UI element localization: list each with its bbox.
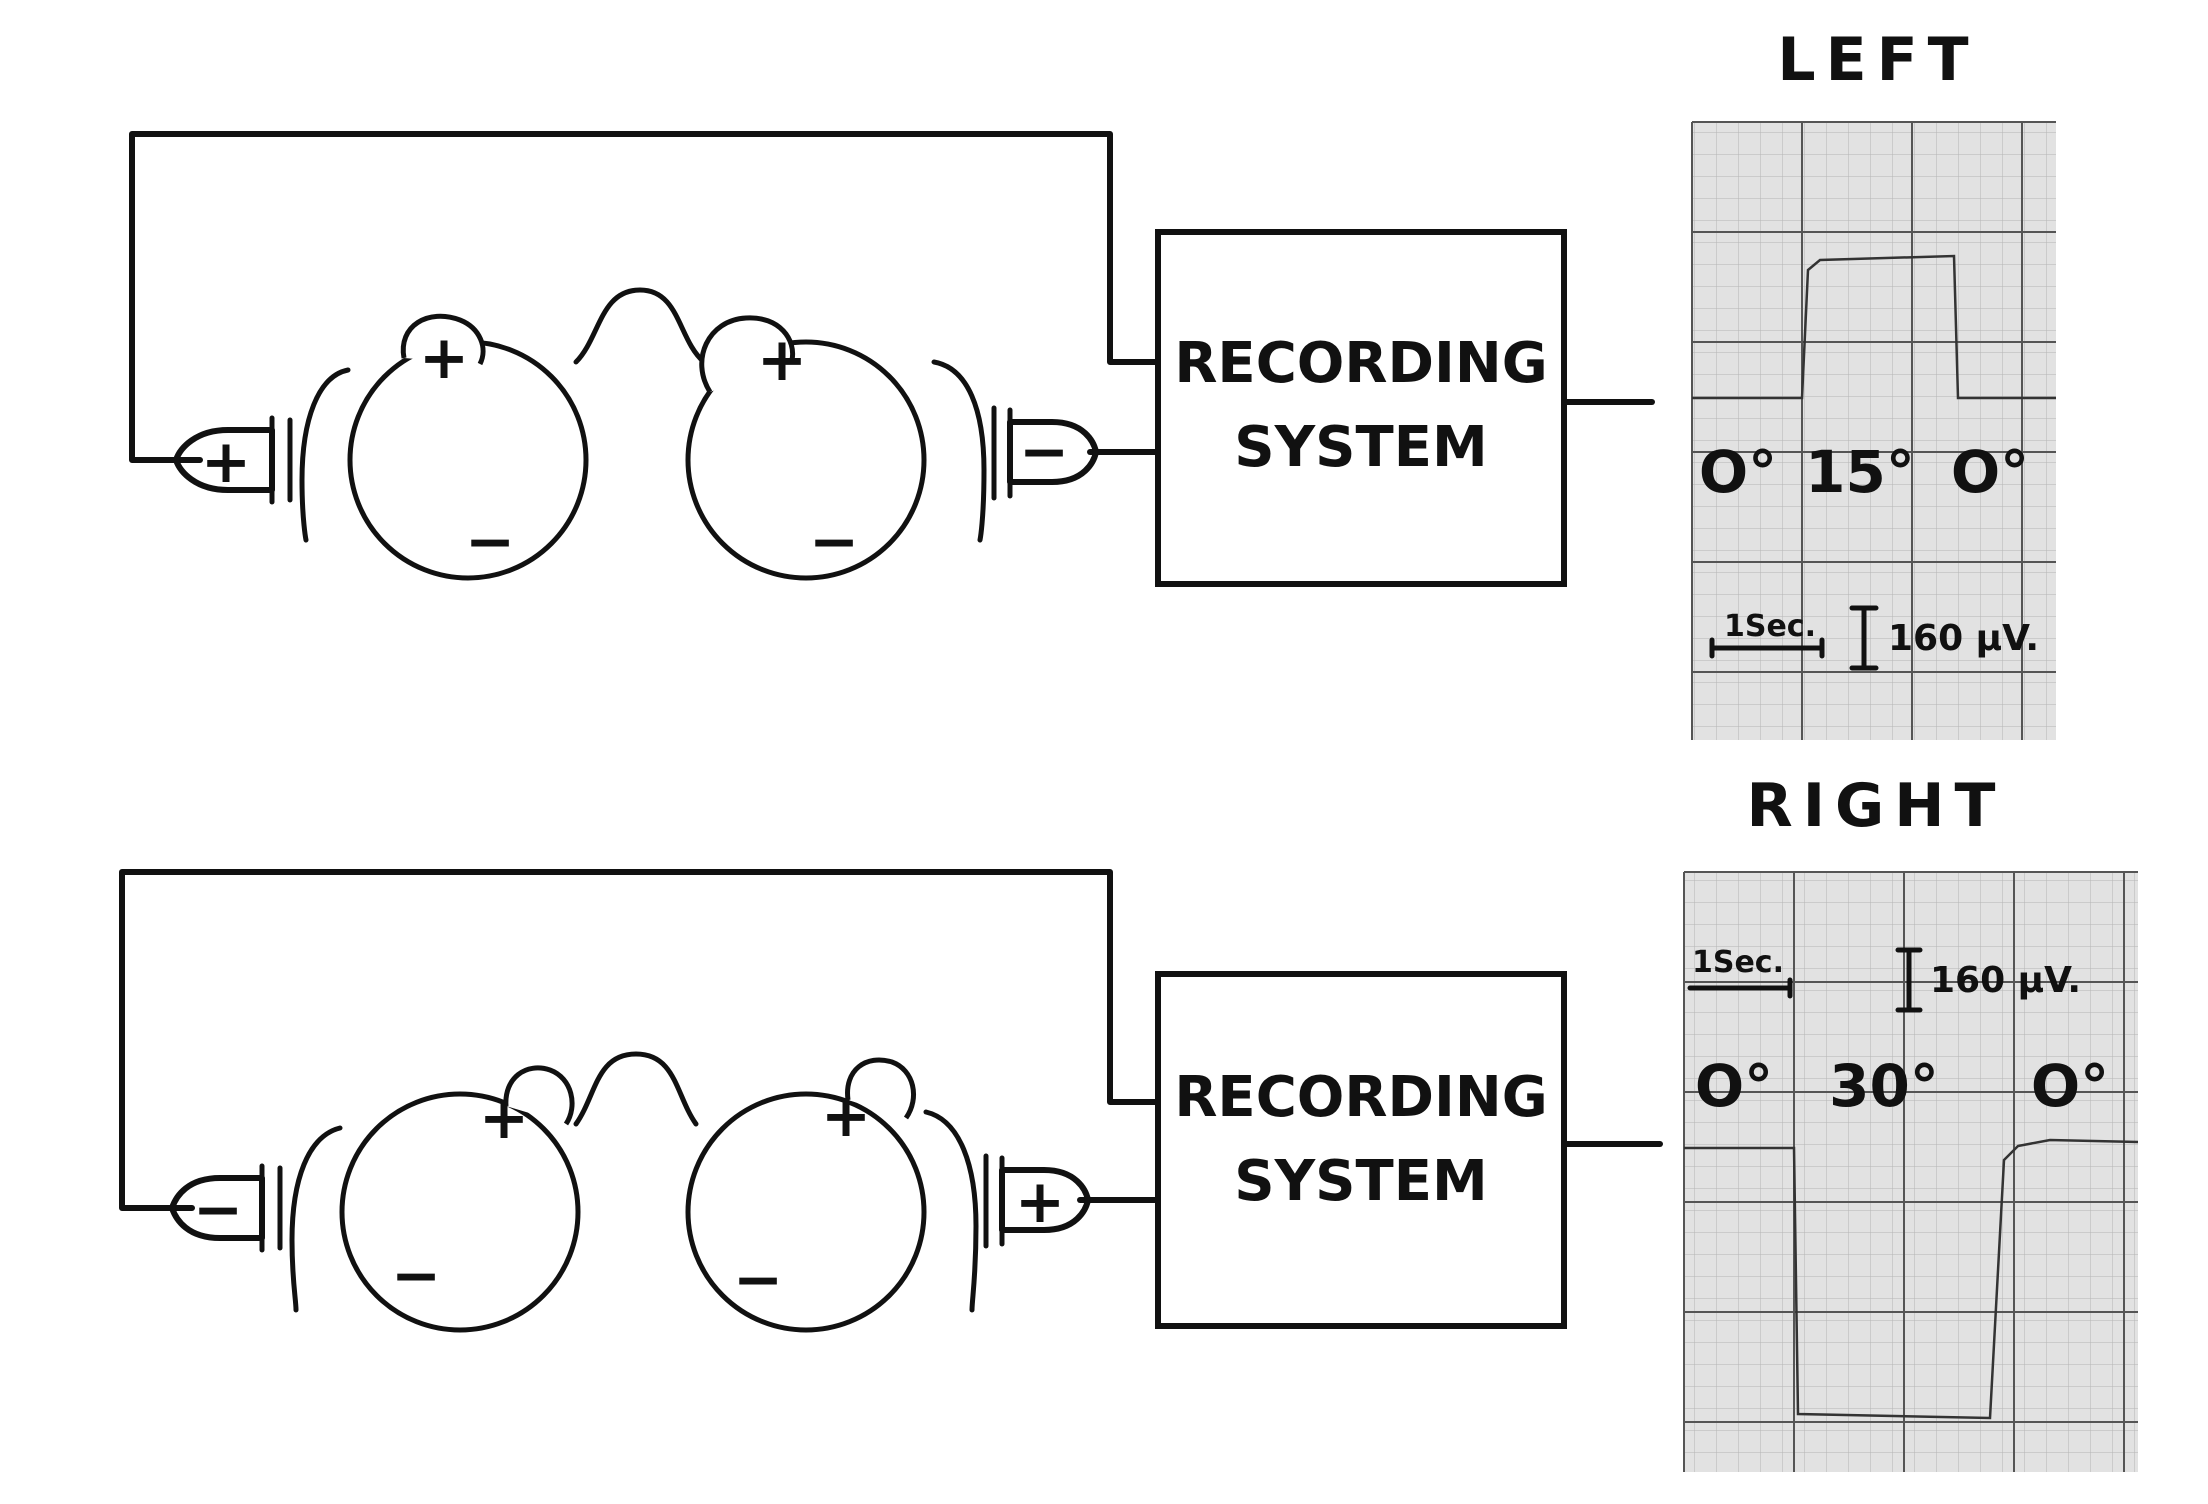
bottom-eye-left-front-sign: + — [479, 1083, 529, 1153]
bottom-recording-line2: SYSTEM — [1234, 1149, 1487, 1214]
top-recording-line1: RECORDING — [1174, 331, 1547, 396]
top-chart-amp-scale-bar — [1849, 605, 1879, 671]
bottom-chart-trace — [1684, 1138, 2139, 1420]
top-eye-left-front-sign: + — [419, 323, 469, 393]
bottom-left-face-arc — [289, 1125, 343, 1313]
top-right-electrode: − — [991, 405, 1099, 501]
bottom-left-electrode: − — [169, 1163, 283, 1253]
bottom-left-electrode-sign: − — [193, 1175, 243, 1245]
top-panel: + + − + − − — [129, 25, 2056, 740]
top-chart-time-scale: 1Sec. — [1724, 609, 1816, 644]
top-eye-left-back-sign: − — [465, 507, 515, 577]
bottom-chart-title: RIGHT — [1747, 771, 2006, 841]
bottom-eye-right-front-sign: + — [821, 1081, 871, 1151]
top-chart: LEFT O° 15° O° 1Sec. 160 μV. — [1691, 25, 2056, 740]
bottom-chart-amp-scale-bar — [1895, 947, 1923, 1013]
bottom-chart-time-scale-bar — [1687, 977, 1793, 999]
bottom-right-electrode-sign: + — [1015, 1167, 1065, 1237]
top-chart-amp-scale: 160 μV. — [1888, 618, 2039, 659]
bottom-chart-major-grid — [1683, 871, 2138, 1472]
top-left-face-arc — [299, 367, 351, 543]
bottom-right-face-arc — [923, 1109, 979, 1313]
bottom-chart-angle-start: O° — [1695, 1052, 1773, 1120]
top-eye-right-front-sign: + — [757, 325, 807, 395]
top-right-electrode-sign: − — [1019, 417, 1069, 487]
top-chart-angle-end: O° — [1951, 438, 2029, 506]
bottom-wire-loop — [119, 869, 1161, 1211]
top-left-electrode: + — [173, 415, 293, 505]
bottom-eye-right: + − — [685, 1057, 927, 1333]
bottom-panel: − + − + − + — [119, 771, 2139, 1472]
bottom-chart: RIGHT O° 30° O° 1Sec. 160 μV. — [1683, 771, 2139, 1472]
top-eye-right-back-sign: − — [809, 507, 859, 577]
bottom-chart-angle-mid: 30° — [1829, 1052, 1939, 1120]
top-recording-system: RECORDING SYSTEM — [1155, 229, 1567, 587]
top-chart-time-scale-bar — [1709, 637, 1825, 659]
bottom-chart-amp-scale: 160 μV. — [1930, 960, 2081, 1001]
bottom-eye-left-back-sign: − — [391, 1241, 441, 1311]
top-chart-angle-mid: 15° — [1805, 438, 1915, 506]
bottom-chart-angle-end: O° — [2031, 1052, 2109, 1120]
top-eye-left: + − — [347, 313, 589, 581]
top-eye-right: + − — [685, 315, 927, 581]
top-nose — [573, 287, 707, 365]
bottom-eye-right-back-sign: − — [733, 1245, 783, 1315]
top-chart-paper — [1692, 122, 2056, 740]
bottom-recording-line1: RECORDING — [1174, 1065, 1547, 1130]
bottom-chart-time-scale: 1Sec. — [1692, 945, 1784, 980]
bottom-nose — [573, 1051, 699, 1127]
bottom-eye-left: + − — [339, 1065, 581, 1333]
bottom-right-electrode: + — [983, 1153, 1091, 1249]
top-recording-line2: SYSTEM — [1234, 415, 1487, 480]
top-chart-trace — [1692, 254, 2056, 400]
top-right-face-arc — [931, 359, 987, 543]
top-chart-title: LEFT — [1777, 25, 1978, 95]
top-left-electrode-sign: + — [201, 427, 251, 497]
top-wire-loop — [129, 131, 1161, 463]
top-chart-major-grid — [1691, 121, 2056, 740]
top-chart-angle-start: O° — [1699, 438, 1777, 506]
bottom-recording-system: RECORDING SYSTEM — [1155, 971, 1567, 1329]
